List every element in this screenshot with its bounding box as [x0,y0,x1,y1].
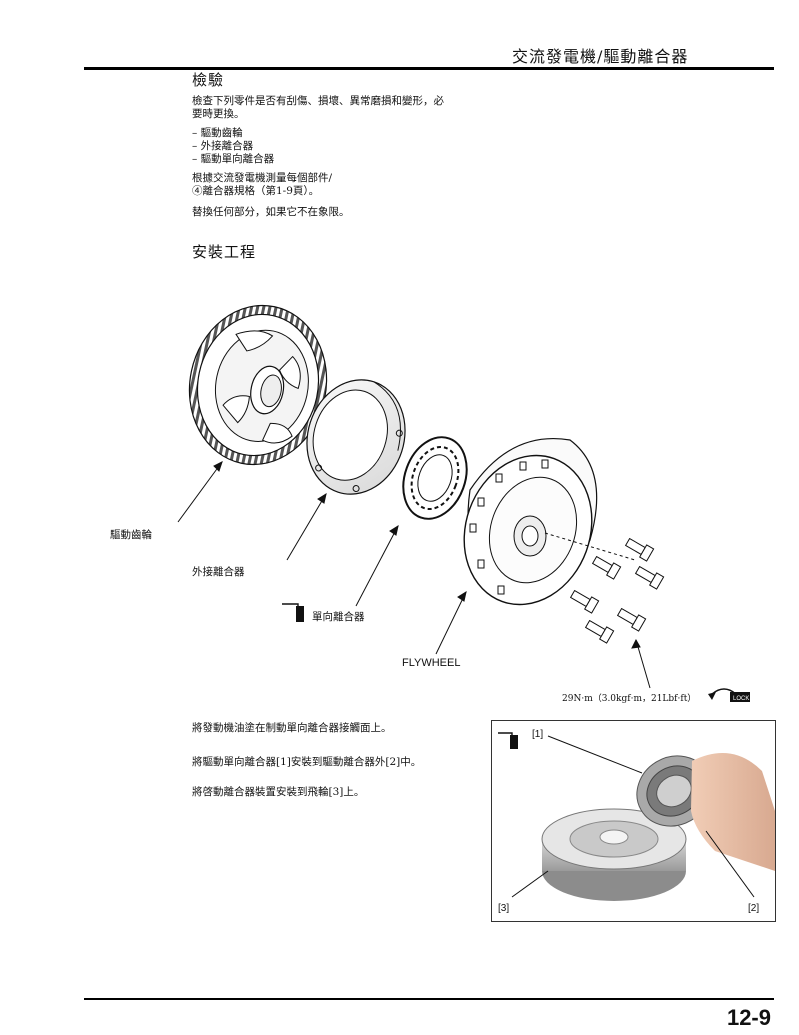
assembly-axis [544,532,636,561]
installation-heading: 安裝工程 [192,243,257,261]
flywheel-drawing [463,438,598,606]
inspection-intro-line2: 要時更換。 [192,108,245,120]
chapter-title: 交流發電機/驅動離合器 [512,47,689,66]
oil-icon [282,603,304,622]
bolts-drawing [569,537,665,644]
one-way-clutch-drawing [402,436,468,520]
inspection-item-text: 驅動單向離合器 [200,153,275,165]
label-drive-gear: 驅動齒輪 [110,529,152,541]
lock-icon: LOCK [708,688,750,702]
replace-note: 替換任何部分，如果它不在象限。 [192,206,350,218]
label-outer-clutch: 外接離合器 [192,566,245,578]
spec-line2: ④離合器規格（第1-9頁）。 [192,185,320,197]
callout-2: [2] [748,903,760,914]
inspection-item: – 驅動單向離合器 [192,153,275,165]
label-one-way-clutch: 單向離合器 [312,611,365,623]
assembly-photo-drawing [498,732,775,901]
header-rule [84,67,774,70]
step-3: 將啓動離合器裝置安裝到飛輪[3]上。 [192,786,365,798]
callout-3: [3] [498,903,510,914]
drive-gear-drawing [188,304,328,466]
footer-rule [84,998,774,1000]
inspection-intro-line1: 檢查下列零件是否有刮傷、損壞、異常磨損和變形，必 [192,95,444,107]
inspection-item-text: 驅動齒輪 [200,127,243,139]
inspection-item: – 驅動齒輪 [192,127,243,139]
spec-line1: 根據交流發電機測量每個部件/ [192,172,333,184]
inspection-item: – 外接離合器 [192,140,254,152]
lock-label: LOCK [733,696,749,702]
step-2: 將驅動單向離合器[1]安裝到驅動離合器外[2]中。 [192,756,422,768]
outer-clutch-drawing [306,379,406,495]
label-flywheel: FLYWHEEL [402,657,461,669]
page-number: 12-9 [726,1005,771,1030]
label-torque: 29N·m（3.0kgf·m，21Lbf·ft） [562,694,697,704]
callout-1: [1] [532,729,544,740]
exploded-diagram: LOCK [177,304,750,702]
assembly-photo: [1] [3] [2] [491,720,776,922]
inspection-item-text: 外接離合器 [200,140,254,152]
inspection-heading: 檢驗 [192,71,225,89]
step-1: 將發動機油塗在制動單向離合器接觸面上。 [192,722,392,734]
leader-lines [177,461,651,689]
